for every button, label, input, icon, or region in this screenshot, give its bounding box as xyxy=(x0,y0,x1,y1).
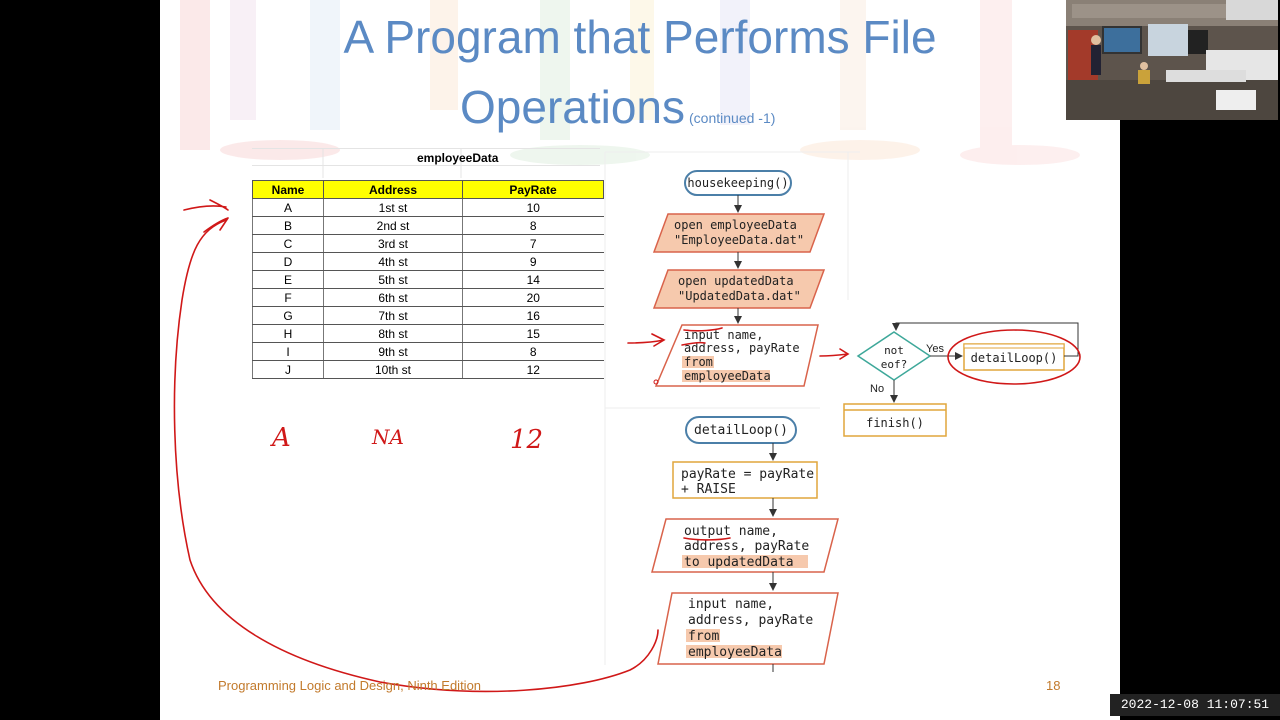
spreadsheet-gridlines xyxy=(252,148,600,178)
slide: A Program that Performs File Operations(… xyxy=(160,0,1120,720)
input1-line4: employeeData xyxy=(684,369,771,383)
no-label: No xyxy=(870,383,884,395)
flowchart: housekeeping() open employeeData "Employ… xyxy=(604,151,1079,672)
open-updated-line1: open updatedData xyxy=(678,274,794,288)
output-line1: output name, xyxy=(684,524,778,539)
input2-line4: employeeData xyxy=(688,645,782,660)
housekeeping-label: housekeeping() xyxy=(687,176,788,190)
input1-line2: address, payRate xyxy=(684,341,800,355)
output-line3: to updatedData xyxy=(684,555,794,570)
table-header-row: Name Address PayRate xyxy=(252,180,604,199)
webcam-image xyxy=(1066,0,1278,120)
input1-line3: from xyxy=(684,355,713,369)
cell-payrate: 10 xyxy=(462,198,604,217)
raise-process-box xyxy=(672,461,818,499)
yes-label: Yes xyxy=(926,343,944,355)
decision-line1: not xyxy=(884,344,904,357)
background-decoration xyxy=(180,0,1080,165)
slide-title-note: (continued -1) xyxy=(689,110,776,126)
output-line2: address, payRate xyxy=(684,539,809,554)
finish-label: finish() xyxy=(866,416,924,430)
detailloop-call-label: detailLoop() xyxy=(971,351,1058,365)
header-address: Address xyxy=(323,180,463,199)
process-line2: + RAISE xyxy=(681,482,736,497)
slide-title-line2: Operations(continued -1) xyxy=(460,80,775,134)
input1-line1: input name, xyxy=(684,328,763,342)
slide-footer: Programming Logic and Design, Ninth Edit… xyxy=(218,678,482,693)
open-updated-line2: "UpdatedData.dat" xyxy=(678,289,801,303)
open-employee-line1: open employeeData xyxy=(674,218,797,232)
detailloop-header-label: detailLoop() xyxy=(694,423,788,438)
header-payrate: PayRate xyxy=(462,180,604,199)
header-name: Name xyxy=(252,180,324,199)
cell-name: A xyxy=(252,198,324,217)
input2-line3: from xyxy=(688,629,719,644)
input2-line2: address, payRate xyxy=(688,613,813,628)
cell-address: 1st st xyxy=(323,198,463,217)
slide-title-text: Operations xyxy=(460,81,686,133)
decision-line2: eof? xyxy=(881,358,908,371)
webcam-thumbnail xyxy=(1066,0,1278,120)
video-timestamp: 2022-12-08 11:07:51 xyxy=(1110,694,1280,716)
process-line1: payRate = payRate xyxy=(681,467,814,482)
slide-title-line1: A Program that Performs File xyxy=(343,11,937,63)
open-employee-line2: "EmployeeData.dat" xyxy=(674,233,804,247)
detailloop-terminal xyxy=(685,416,797,444)
spreadsheet-title: employeeData xyxy=(417,151,499,165)
input2-line1: input name, xyxy=(688,597,774,612)
slide-page-number: 18 xyxy=(1046,678,1061,693)
